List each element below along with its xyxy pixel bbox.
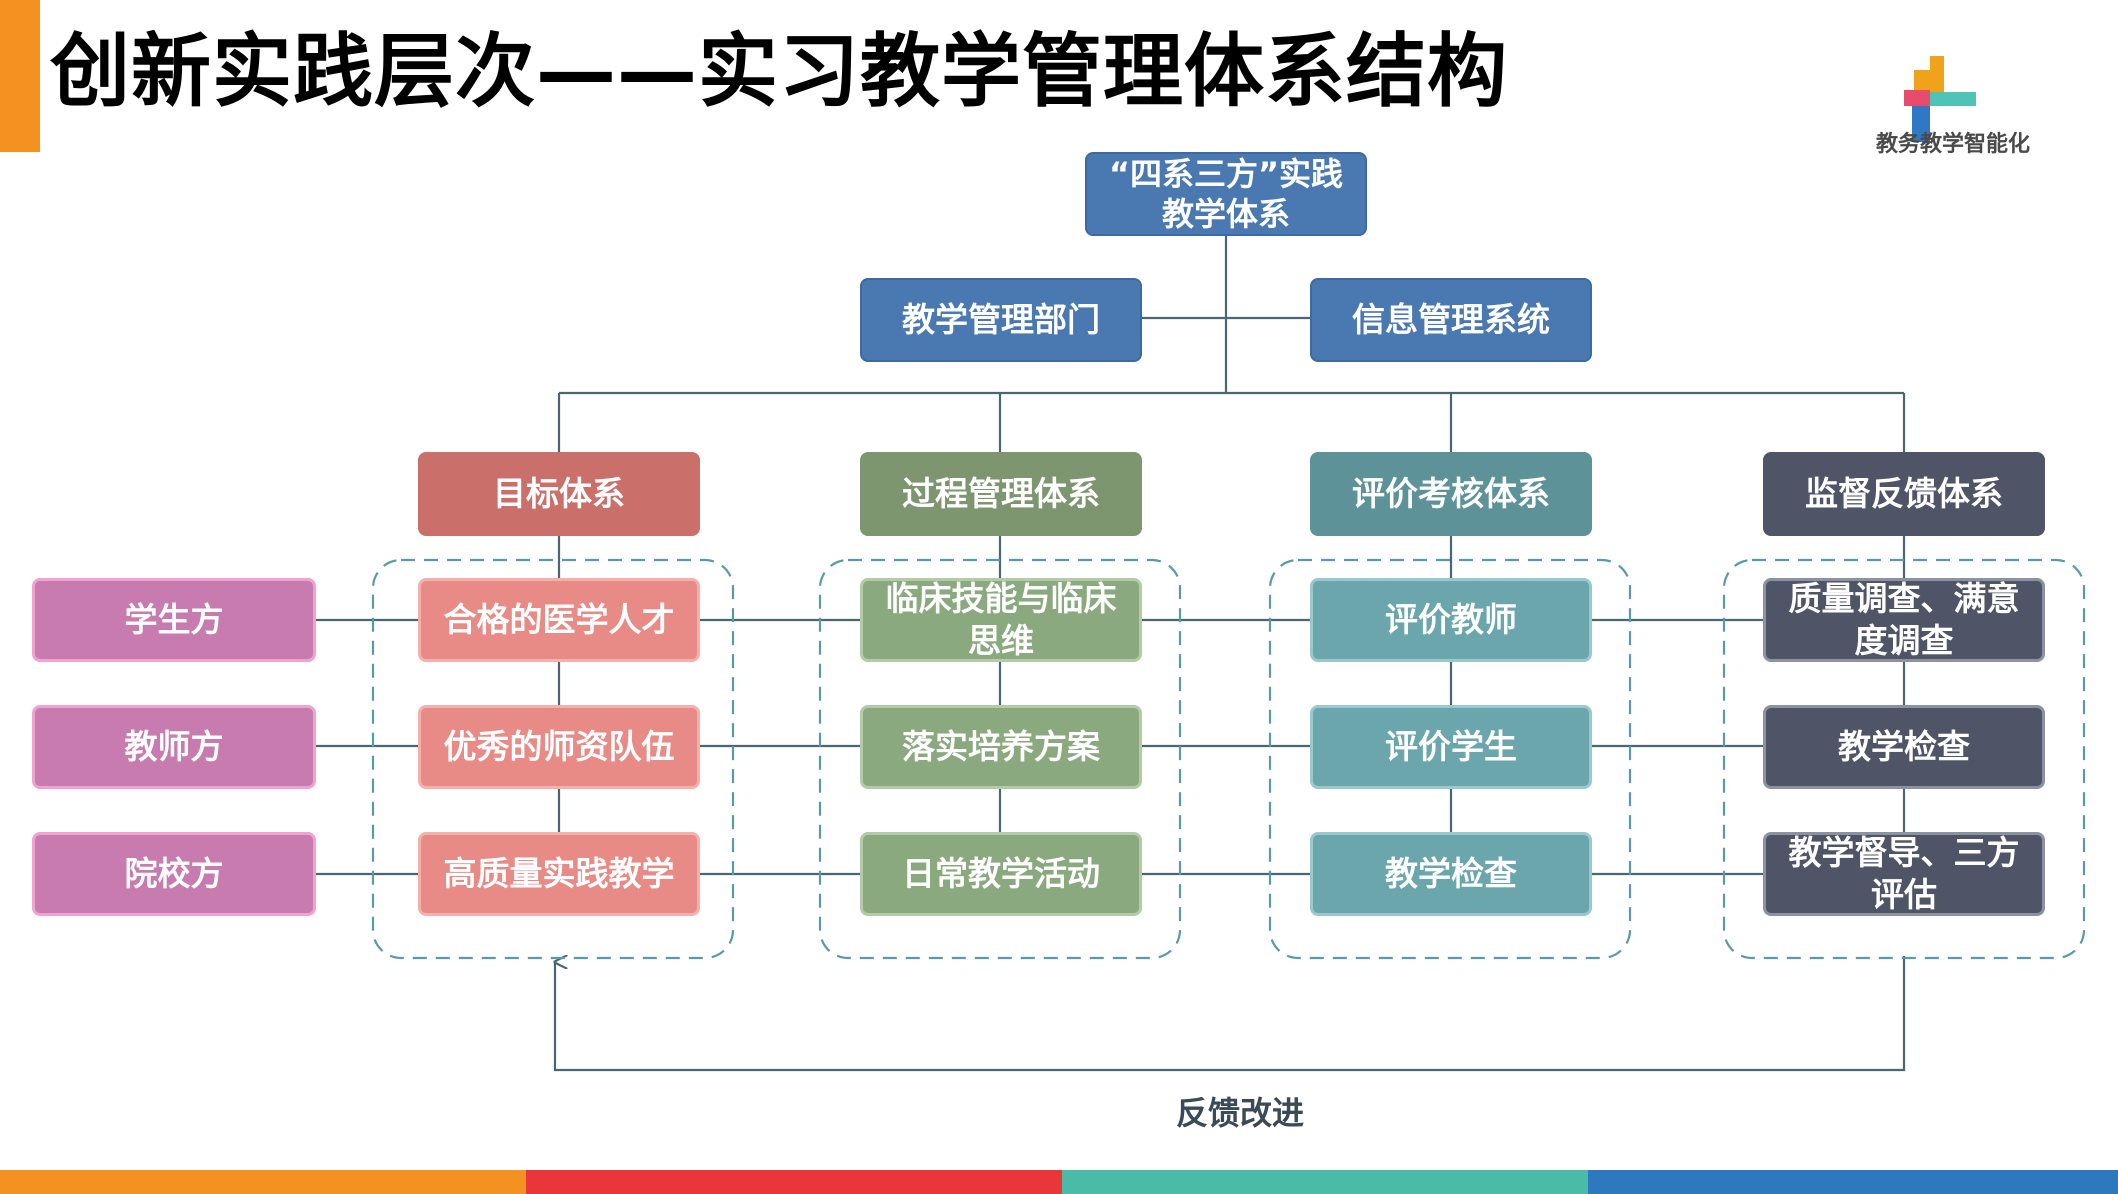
group-frame-2 bbox=[818, 558, 1182, 960]
system-node-goal: 目标体系 bbox=[418, 452, 700, 536]
evaluation-item-teachers: 评价教师 bbox=[1310, 578, 1592, 662]
system-node-evaluation: 评价考核体系 bbox=[1310, 452, 1592, 536]
party-node-school: 院校方 bbox=[32, 832, 316, 916]
bottom-strip-orange bbox=[0, 1170, 526, 1194]
evaluation-item-students: 评价学生 bbox=[1310, 705, 1592, 789]
support-node-teaching-office: 教学管理部门 bbox=[860, 278, 1142, 362]
logo-text: 教务教学智能化 bbox=[1875, 132, 2030, 157]
supervision-item-surveys: 质量调查、满意度调查 bbox=[1763, 578, 2045, 662]
process-item-daily-activities: 日常教学活动 bbox=[860, 832, 1142, 916]
group-frame-1 bbox=[371, 558, 735, 960]
process-item-clinical-skills: 临床技能与临床思维 bbox=[860, 578, 1142, 662]
goal-item-qualified-talent: 合格的医学人才 bbox=[418, 578, 700, 662]
root-node: “四系三方”实践教学体系 bbox=[1085, 152, 1367, 236]
feedback-label: 反馈改进 bbox=[1175, 1094, 1304, 1132]
cross-logo-icon bbox=[1904, 56, 1976, 142]
evaluation-item-inspection: 教学检查 bbox=[1310, 832, 1592, 916]
party-node-student: 学生方 bbox=[32, 578, 316, 662]
supervision-item-inspection: 教学检查 bbox=[1763, 705, 2045, 789]
title-accent-bar bbox=[0, 0, 40, 152]
goal-item-faculty: 优秀的师资队伍 bbox=[418, 705, 700, 789]
system-node-process: 过程管理体系 bbox=[860, 452, 1142, 536]
goal-item-practice-teaching: 高质量实践教学 bbox=[418, 832, 700, 916]
bottom-strip-teal bbox=[1062, 1170, 1588, 1194]
system-node-supervision: 监督反馈体系 bbox=[1763, 452, 2045, 536]
bottom-strip-blue bbox=[1588, 1170, 2118, 1194]
bottom-strip-red bbox=[526, 1170, 1062, 1194]
support-node-info-system: 信息管理系统 bbox=[1310, 278, 1592, 362]
process-item-training-plan: 落实培养方案 bbox=[860, 705, 1142, 789]
page-title: 创新实践层次——实习教学管理体系结构 bbox=[50, 25, 1508, 118]
party-node-teacher: 教师方 bbox=[32, 705, 316, 789]
group-frame-4 bbox=[1722, 558, 2086, 960]
supervision-item-assessment: 教学督导、三方评估 bbox=[1763, 832, 2045, 916]
feedback-loop-arrow bbox=[555, 956, 1906, 1072]
group-frame-3 bbox=[1268, 558, 1632, 960]
